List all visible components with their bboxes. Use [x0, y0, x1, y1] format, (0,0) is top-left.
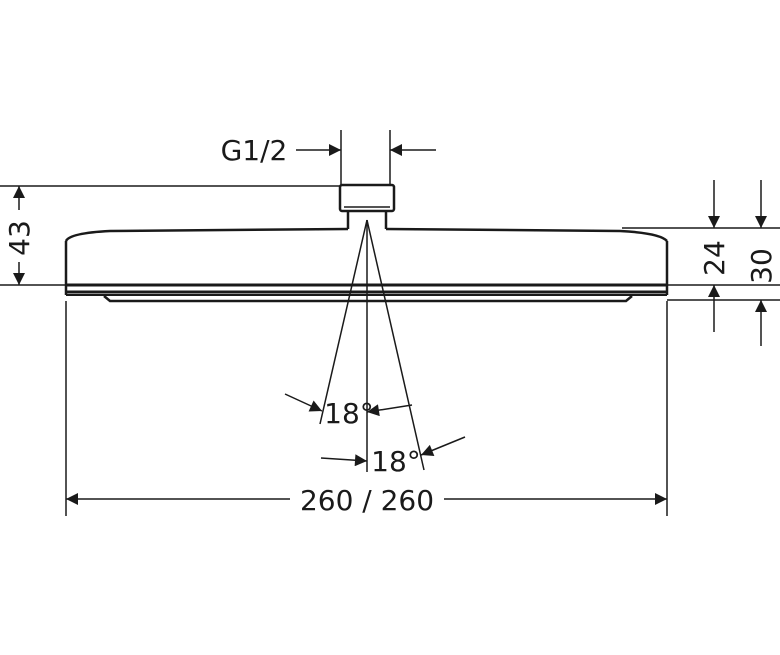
- dimension-diameter: 260 / 260: [66, 484, 667, 517]
- thread-label: G1/2: [221, 134, 288, 167]
- dimension-head-inner: 24: [698, 180, 731, 332]
- diameter-label: 260 / 260: [300, 484, 434, 517]
- total-height-label: 43: [3, 220, 36, 256]
- head-outer-label: 30: [745, 248, 778, 284]
- dimension-spray-angle-upper: 18°: [284, 393, 413, 430]
- spray-angle-lower-label: 18°: [371, 445, 421, 478]
- head-inner-label: 24: [698, 240, 731, 276]
- head-top-surface: [64, 227, 668, 242]
- connector-nut: [338, 183, 396, 213]
- spray-face: [103, 295, 633, 303]
- spray-angle-upper-label: 18°: [324, 397, 374, 430]
- dimension-spray-angle-lower: 18°: [320, 436, 466, 478]
- spray-angle-lines: [319, 219, 425, 472]
- dimension-head-outer: 30: [745, 180, 778, 346]
- dimension-total-height: 43: [3, 186, 36, 285]
- dimension-thread: G1/2: [221, 134, 436, 167]
